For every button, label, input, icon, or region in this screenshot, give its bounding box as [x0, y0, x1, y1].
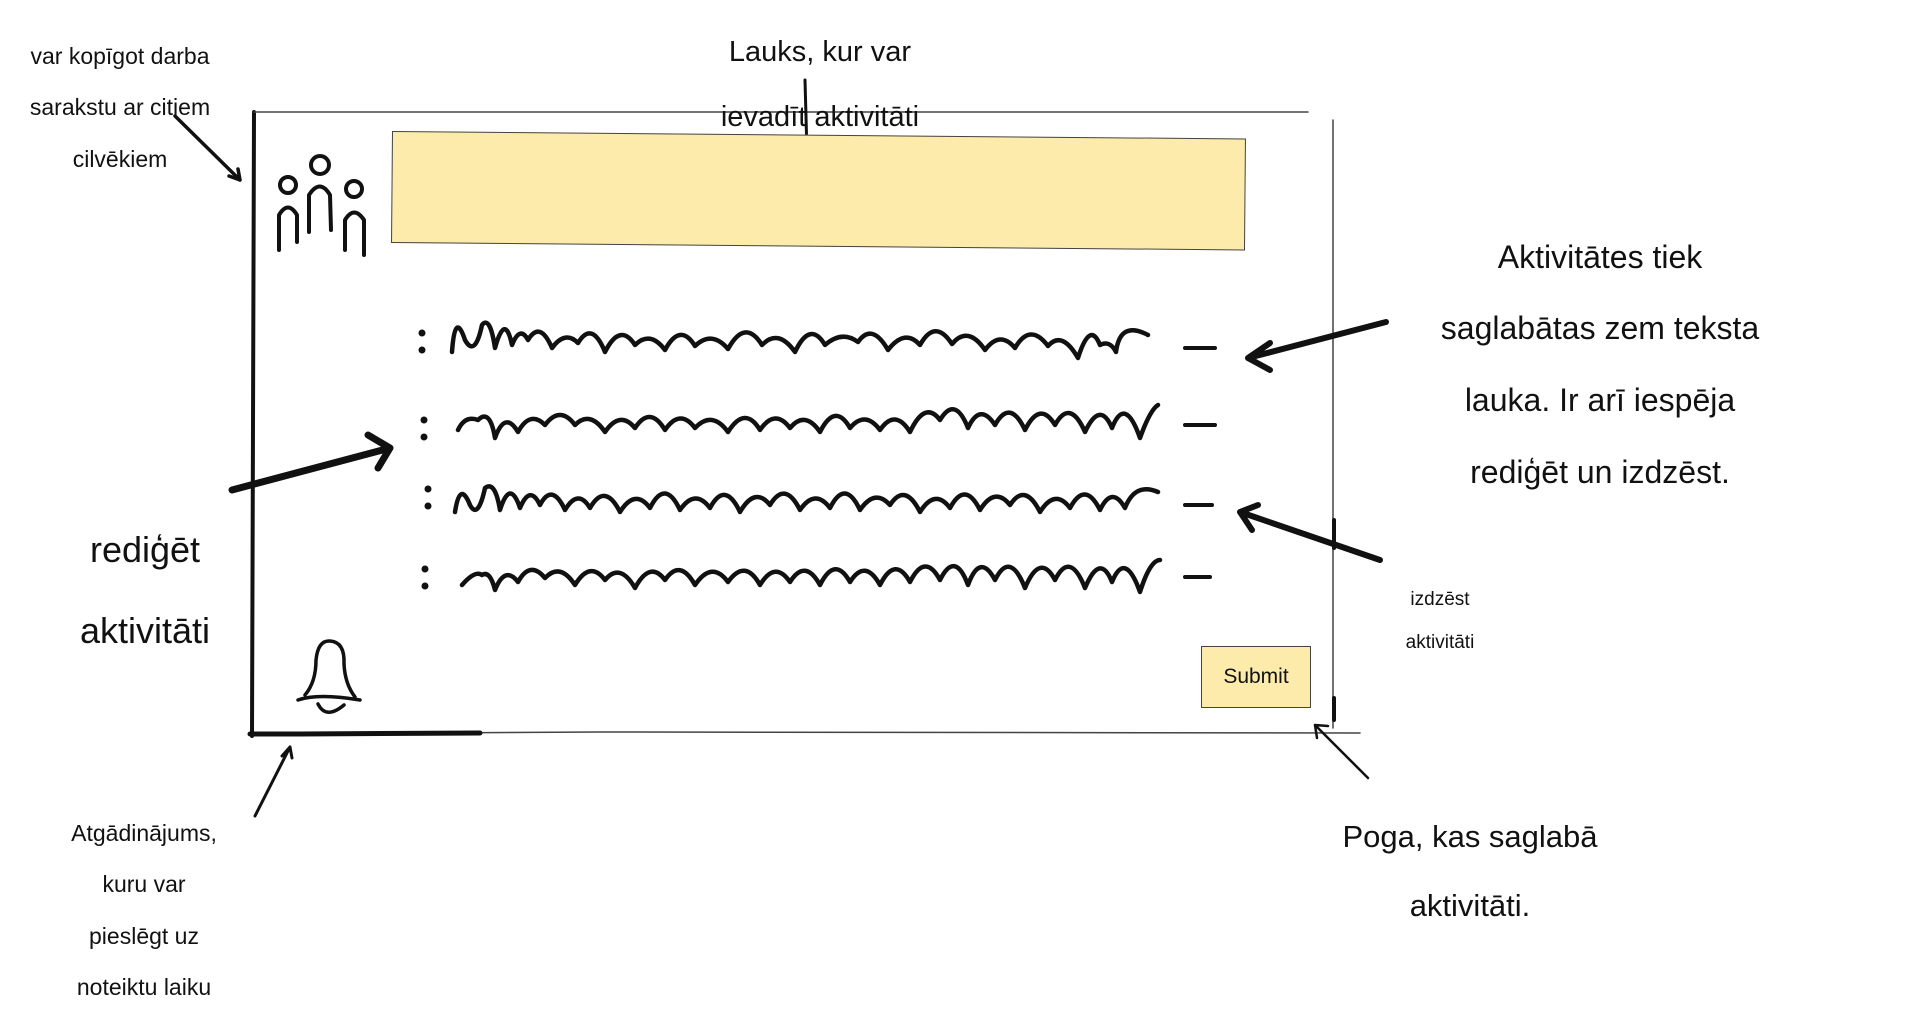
note-delete-activity: izdzēst aktivitāti — [1405, 589, 1475, 653]
frame-bottom-accent — [247, 730, 483, 737]
arrow-delete — [1237, 502, 1383, 563]
activity-scribble-2 — [455, 402, 1161, 441]
note-reminder: Atgādinājums, kuru var pieslēgt uz notei… — [71, 819, 217, 1001]
submit-button[interactable]: Submit — [1201, 646, 1311, 708]
note-edit-activity: rediģēt aktivitāti — [79, 529, 211, 651]
note-share: var kopīgot darba sarakstu ar citiem cil… — [29, 42, 211, 172]
wireframe-sketch — [173, 78, 1389, 818]
activity-scribble-3 — [452, 484, 1161, 515]
delete-dash-icon — [1183, 346, 1217, 579]
people-icon — [277, 154, 366, 257]
arrow-saved — [1245, 319, 1389, 373]
arrow-share — [173, 114, 242, 182]
edit-handle-icon — [418, 329, 432, 590]
arrow-edit — [228, 431, 394, 494]
note-saved-activities: Aktivitātes tiek saglabātas zem teksta l… — [1440, 238, 1760, 490]
note-submit: Poga, kas saglabā aktivitāti. — [1342, 818, 1598, 924]
activity-scribble-4 — [459, 557, 1163, 595]
arrow-reminder — [253, 745, 294, 818]
bell-icon — [296, 639, 362, 714]
frame-left-edge — [250, 110, 256, 738]
activity-scribble-1 — [449, 320, 1151, 361]
arrow-submit — [1313, 723, 1370, 780]
note-input-field: Lauks, kur var ievadīt aktivitāti — [720, 36, 920, 134]
